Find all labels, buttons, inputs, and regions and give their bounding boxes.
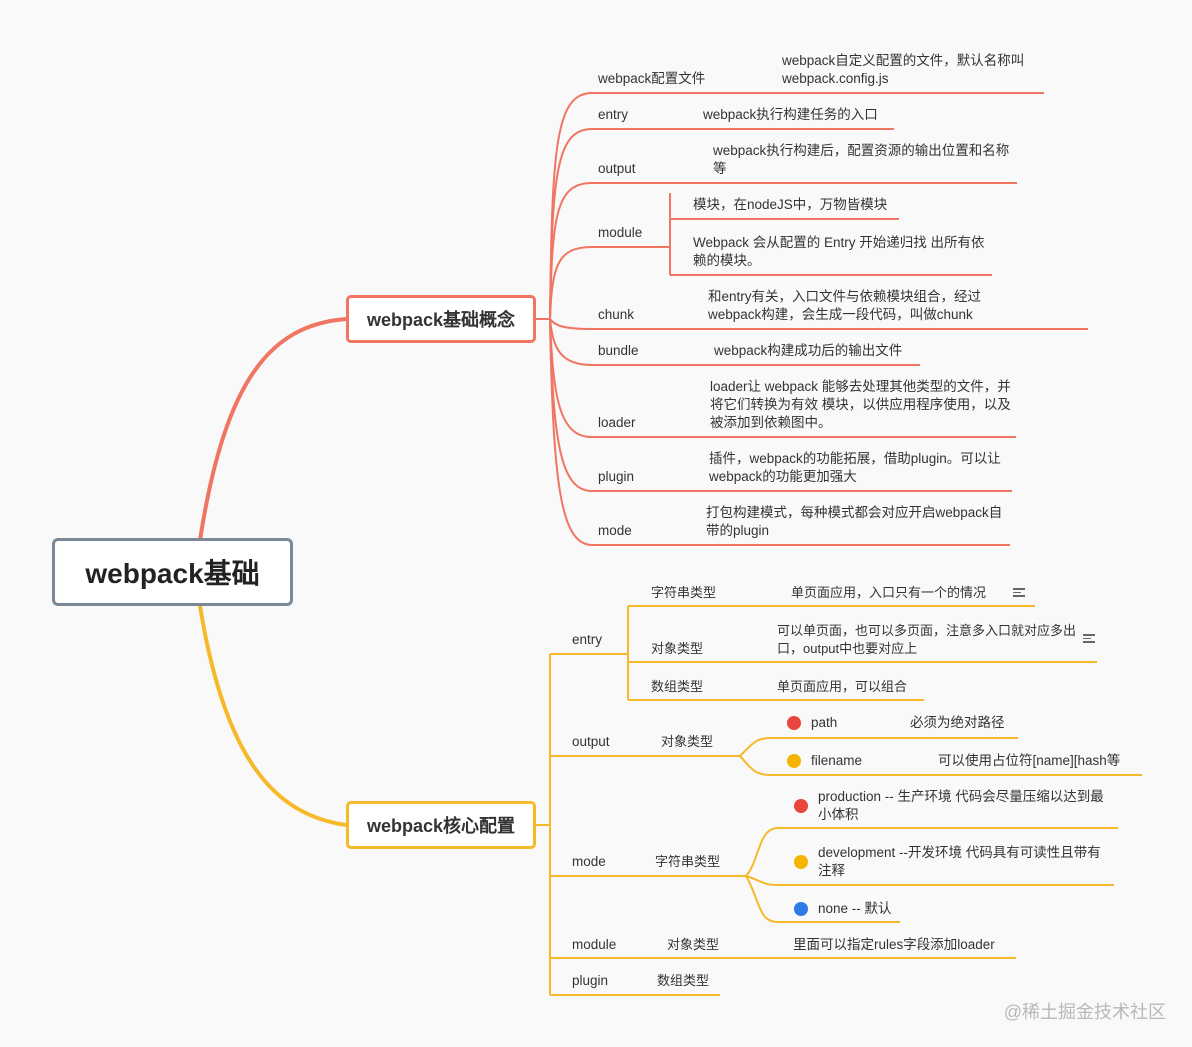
concept-desc-plugin: 插件，webpack的功能拓展，借助plugin。可以让webpack的功能更加…: [709, 451, 1001, 484]
concepts-topic[interactable]: webpack基础概念: [346, 295, 536, 343]
output-type[interactable]: 对象类型: [661, 734, 714, 749]
mode-type[interactable]: 字符串类型: [655, 854, 721, 869]
output-prop-path[interactable]: path: [811, 715, 838, 730]
concept-label-loader[interactable]: loader: [598, 415, 636, 430]
concept-desc-mode: 打包构建模式，每种模式都会对应开启webpack自带的plugin: [706, 505, 1003, 538]
output-desc-path: 必须为绝对路径: [910, 715, 1005, 730]
concept-desc-module-2: Webpack 会从配置的 Entry 开始递归找 出所有依赖的模块。: [693, 235, 985, 268]
entry-desc-string: 单页面应用，入口只有一个的情况: [791, 585, 987, 600]
concept-desc-module-1: 模块，在nodeJS中，万物皆模块: [693, 197, 888, 212]
core-label-plugin[interactable]: plugin: [572, 973, 609, 988]
core-label-output[interactable]: output: [572, 734, 610, 749]
output-desc-filename: 可以使用占位符[name][hash等: [938, 753, 1121, 768]
mode-value-none[interactable]: none -- 默认: [818, 901, 892, 916]
module-type[interactable]: 对象类型: [667, 937, 720, 952]
module-desc: 里面可以指定rules字段添加loader: [793, 937, 995, 952]
plugin-type[interactable]: 数组类型: [657, 973, 710, 988]
entry-desc-array: 单页面应用，可以组合: [777, 679, 908, 694]
core-label-mode[interactable]: mode: [572, 854, 606, 869]
entry-desc-object: 可以单页面，也可以多页面，注意多入口就对应多出口，output中也要对应上: [777, 623, 1077, 656]
entry-type-array[interactable]: 数组类型: [651, 679, 704, 694]
red-dot-icon: [787, 716, 801, 730]
blue-dot-icon: [794, 902, 808, 916]
mode-value-production[interactable]: production -- 生产环境 代码会尽量压缩以达到最小体积: [818, 789, 1104, 822]
core-label-module[interactable]: module: [572, 937, 617, 952]
concept-desc-bundle: webpack构建成功后的输出文件: [714, 343, 903, 358]
note-icon[interactable]: [1013, 586, 1025, 599]
yellow-dot-icon: [787, 754, 801, 768]
root-topic[interactable]: webpack基础: [52, 538, 293, 606]
core-label-entry[interactable]: entry: [572, 632, 603, 647]
concept-desc-output: webpack执行构建后，配置资源的输出位置和名称等: [713, 143, 1010, 176]
concept-label-output[interactable]: output: [598, 161, 636, 176]
concept-desc-config-file: webpack自定义配置的文件，默认名称叫webpack.config.js: [782, 53, 1025, 86]
concept-label-chunk[interactable]: chunk: [598, 307, 635, 322]
red-dot-icon: [794, 799, 808, 813]
concept-label-config-file[interactable]: webpack配置文件: [598, 71, 706, 86]
output-prop-filename[interactable]: filename: [811, 753, 863, 768]
concept-label-plugin[interactable]: plugin: [598, 469, 635, 484]
concept-label-mode[interactable]: mode: [598, 523, 632, 538]
note-icon[interactable]: [1083, 632, 1095, 645]
concept-desc-loader: loader让 webpack 能够去处理其他类型的文件，并将它们转换为有效 模…: [710, 379, 1011, 430]
yellow-dot-icon: [794, 855, 808, 869]
core-config-topic[interactable]: webpack核心配置: [346, 801, 536, 849]
concept-desc-chunk: 和entry有关，入口文件与依赖模块组合，经过webpack构建，会生成一段代码…: [708, 289, 982, 322]
concept-label-entry[interactable]: entry: [598, 107, 629, 122]
mode-value-development[interactable]: development --开发环境 代码具有可读性且带有注释: [818, 845, 1101, 878]
concept-label-module[interactable]: module: [598, 225, 643, 240]
concept-desc-entry: webpack执行构建任务的入口: [703, 107, 878, 122]
entry-type-string[interactable]: 字符串类型: [651, 585, 717, 600]
entry-type-object[interactable]: 对象类型: [651, 641, 704, 656]
concept-label-bundle[interactable]: bundle: [598, 343, 639, 358]
watermark: @稀土掘金技术社区: [1003, 1002, 1166, 1022]
